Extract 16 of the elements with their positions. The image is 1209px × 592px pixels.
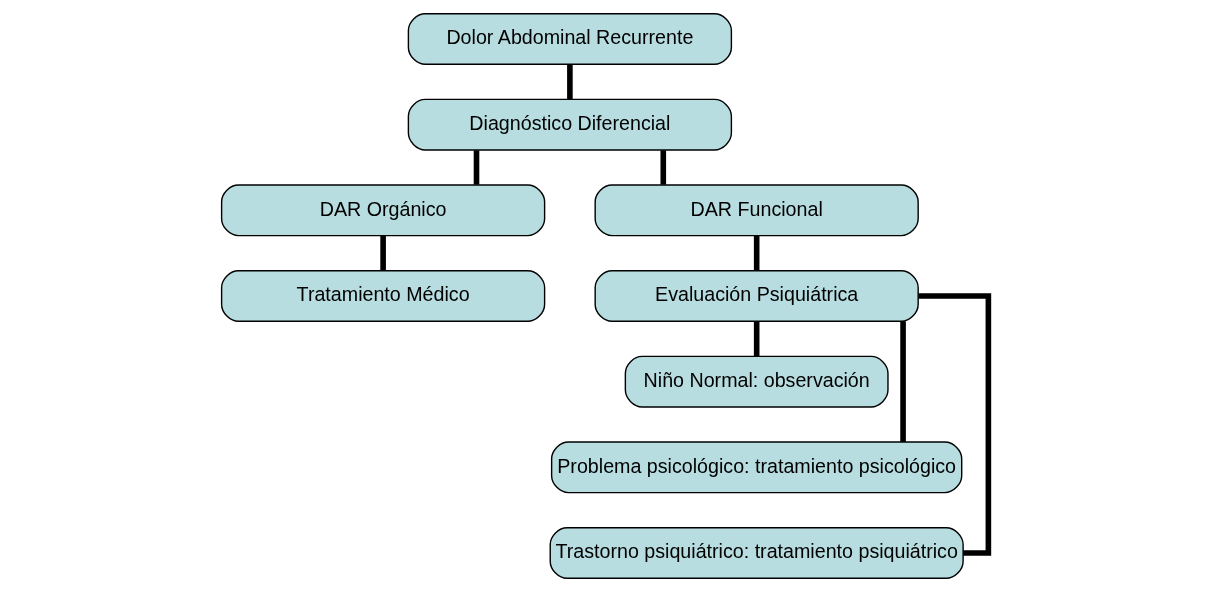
connector bbox=[566, 64, 573, 99]
node-box: Dolor Abdominal Recurrente bbox=[407, 13, 732, 65]
connector bbox=[753, 321, 759, 356]
node-box: DAR Funcional bbox=[593, 184, 919, 237]
node-box: Problema psicológico: tratamiento psicológico bbox=[550, 441, 962, 494]
node-box: Niño Normal: observación bbox=[624, 355, 889, 408]
connector bbox=[379, 236, 386, 271]
connector bbox=[473, 150, 479, 185]
node-box: DAR Orgánico bbox=[220, 184, 545, 237]
connector bbox=[899, 321, 906, 442]
node-box: Evaluación Psiquiátrica bbox=[593, 270, 919, 322]
connector bbox=[753, 236, 759, 271]
connector bbox=[659, 150, 666, 185]
node-box: Trastorno psiquiátrico: tratamiento psiquiátrico bbox=[549, 527, 964, 579]
node-box: Tratamiento Médico bbox=[220, 270, 545, 322]
node-box: Diagnóstico Diferencial bbox=[407, 98, 732, 151]
